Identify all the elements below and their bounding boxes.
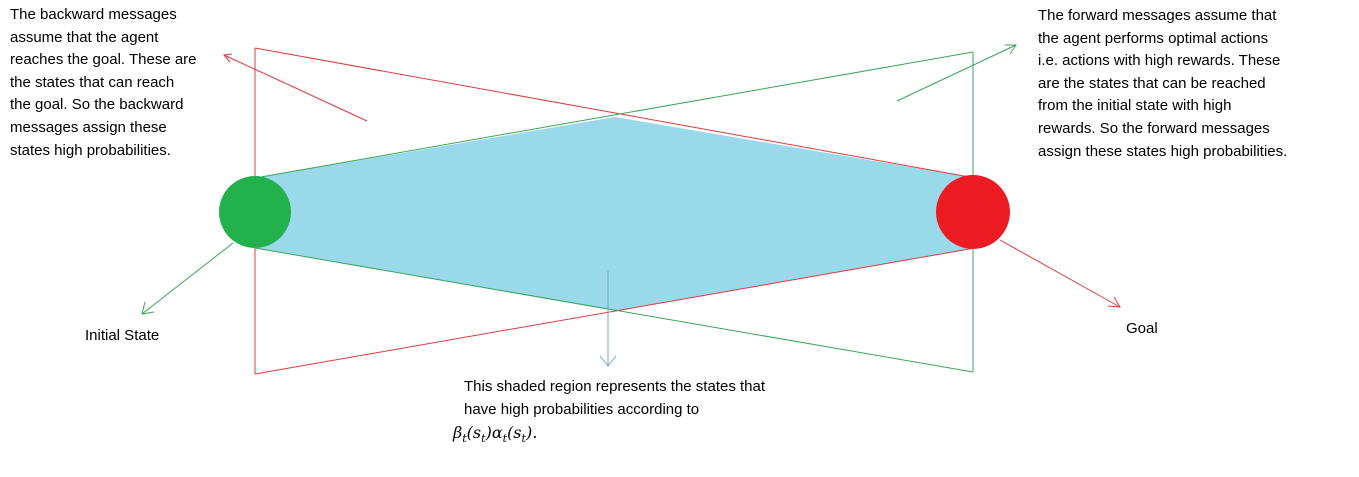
formula: βt(st)αt(st). [453,423,538,446]
shaded-note-line: have high probabilities according to [464,400,700,418]
forward-note-arrow [896,44,1017,102]
goal-arrow [999,239,1121,308]
shaded-note-line: This shaded region represents the states… [464,378,766,395]
formula-subscript: t [462,432,467,446]
formula-subscript: t [502,432,508,446]
backward-region-outline [254,47,976,375]
forward-note-line: assign these states high probabilities. [1038,142,1288,160]
backward-messages-note: The backward messages assume that the ag… [10,4,197,162]
formula-subscript: t [521,432,526,446]
forward-messages-note: The forward messages assume that the age… [1038,5,1287,163]
forward-note-line: The forward messages assume that [1038,7,1277,24]
forward-note-line: from the initial state with high [1038,97,1232,115]
backward-note-line: the states that can reach [10,73,175,91]
backward-note-line: The backward messages [10,6,177,23]
forward-region-outline [254,51,974,373]
forward-note-line: rewards. So the forward messages [1038,119,1270,137]
backward-note-line: states high probabilities. [10,141,171,159]
forward-note-line: the agent performs optimal actions [1038,29,1269,47]
backward-note-line: reaches the goal. These are [10,51,197,69]
goal-node [936,175,1010,249]
initial-state-node [219,176,291,248]
backward-note-line: assume that the agent [10,28,159,46]
forward-note-line: are the states that can be reached [1038,74,1266,92]
formula-beta: β [453,423,463,443]
shaded-region-arrow [599,271,617,367]
backward-note-arrow [223,53,368,122]
formula-alpha: α [491,423,503,443]
backward-note-line: messages assign these [10,118,167,136]
shaded-region-note: This shaded region represents the states… [453,376,766,451]
shaded-region [255,117,975,311]
backward-note-line: the goal. So the backward [10,96,184,114]
forward-note-line: i.e. actions with high rewards. These [1038,52,1281,70]
formula-subscript: t [481,432,486,446]
goal-label: Goal [1126,320,1158,337]
initial-state-label: Initial State [85,327,160,344]
initial-state-arrow [141,242,234,315]
